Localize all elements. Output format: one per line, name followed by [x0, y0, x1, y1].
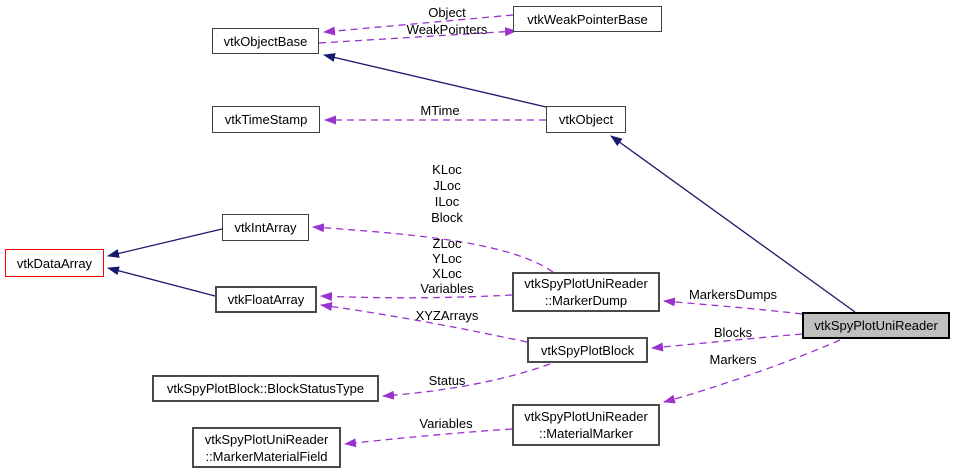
edge-label-kloc-jloc-iloc-block: KLoc JLoc ILoc Block — [431, 162, 463, 225]
edge-label-variables: Variables — [419, 416, 473, 431]
edge-markers — [663, 339, 841, 404]
edge-label-blocks: Blocks — [713, 325, 753, 340]
node-vtkobject[interactable]: vtkObject — [546, 106, 626, 133]
edge-kloc-intarray — [312, 223, 554, 273]
edge-inherit-vtkobject-vtkobjectbase — [323, 53, 547, 108]
edge-xyzarrays — [320, 302, 528, 343]
node-vtkweakpointerbase[interactable]: vtkWeakPointerBase — [513, 6, 662, 32]
node-markerdump[interactable]: vtkSpyPlotUniReader ::MarkerDump — [512, 272, 660, 312]
node-vtkspyplotblock[interactable]: vtkSpyPlotBlock — [527, 337, 648, 363]
node-markermaterialfield[interactable]: vtkSpyPlotUniReader ::MarkerMaterialFiel… — [192, 427, 341, 468]
edge-label-xyzarrays: XYZArrays — [415, 308, 479, 323]
node-vtkdataarray[interactable]: vtkDataArray — [5, 249, 104, 277]
edge-label-mtime: MTime — [420, 103, 460, 118]
edge-blocks — [651, 333, 803, 352]
edge-inherit-floatarray-dataarray — [107, 266, 216, 297]
edge-label-weakpointers: WeakPointers — [406, 22, 488, 37]
edge-status — [382, 363, 551, 400]
edge-label-markers: Markers — [709, 352, 757, 367]
node-vtkobjectbase[interactable]: vtkObjectBase — [212, 28, 319, 54]
edge-inherit-intarray-dataarray — [107, 228, 223, 258]
node-blockstatustype[interactable]: vtkSpyPlotBlock::BlockStatusType — [152, 375, 379, 402]
edge-label-markersdumps: MarkersDumps — [688, 287, 778, 302]
edge-label-status: Status — [428, 373, 466, 388]
node-vtktimestamp[interactable]: vtkTimeStamp — [212, 106, 320, 133]
edge-variables-material — [344, 428, 513, 448]
edge-label-object: Object — [428, 5, 466, 20]
edge-zloc-floatarray — [320, 291, 513, 301]
edge-weakpointers — [318, 27, 517, 44]
node-vtkintarray[interactable]: vtkIntArray — [222, 214, 309, 241]
edge-inherit-unireader-vtkobject — [610, 135, 856, 313]
edge-label-zloc-yloc-xloc-variables: ZLoc YLoc XLoc Variables — [420, 236, 474, 296]
edge-markersdumps — [663, 297, 803, 315]
node-vtkfloatarray[interactable]: vtkFloatArray — [215, 286, 317, 313]
node-vtkspyplotunireader: vtkSpyPlotUniReader — [802, 312, 950, 339]
edge-object — [323, 14, 514, 36]
node-materialmarker[interactable]: vtkSpyPlotUniReader ::MaterialMarker — [512, 404, 660, 446]
